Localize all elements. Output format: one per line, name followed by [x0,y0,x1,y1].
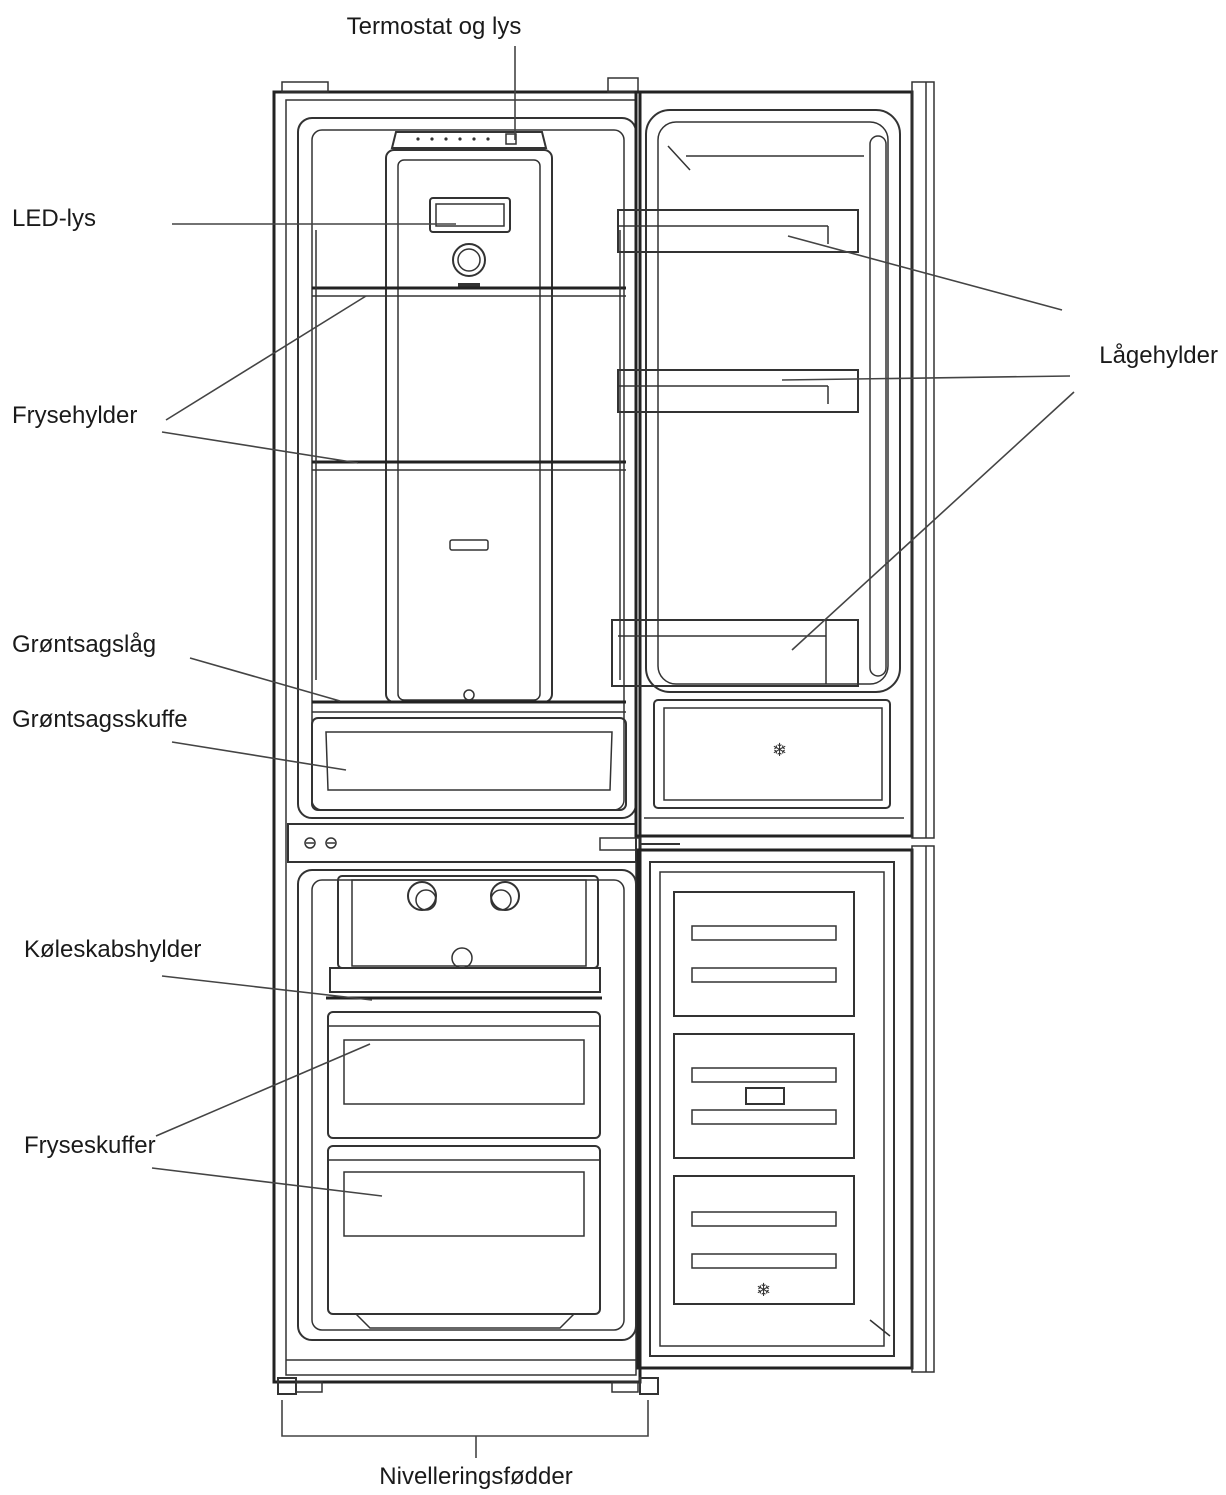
lower-shelf [326,967,602,1000]
door-shelf-2 [617,369,859,413]
label-frysehylder: Frysehylder [12,402,137,429]
freezer-drawer-2 [327,1145,601,1329]
leveling-foot-left [277,1377,323,1395]
freezer-drawer-1 [327,1011,601,1139]
upper-shelf-1 [312,286,626,297]
label-groentsagslaag: Grøntsagslåg [12,631,156,658]
upper-door: ❄ [607,77,935,839]
label-termostat: Termostat og lys [347,13,522,40]
upper-shelf-2 [312,460,626,471]
snowflake-icon-2: ❄ [756,1280,771,1300]
label-fryseskuffer: Fryseskuffer [24,1132,156,1159]
led-light [429,197,511,233]
door-shelf-1 [617,209,859,253]
thermostat-dots [416,133,517,145]
door-panel-3: ❄ [673,1175,855,1305]
fan-knob [452,243,486,277]
cabinet [272,81,659,1395]
leveling-foot-right [611,1377,659,1395]
label-nivellering: Nivelleringsfødder [379,1463,572,1490]
label-led: LED-lys [12,205,96,232]
door-shelf-3 [611,619,859,687]
label-koeleskabshylder: Køleskabshylder [24,936,201,963]
crisper-drawer [311,717,627,811]
leader-lines [151,46,1075,1458]
crisper-lid [312,700,626,713]
label-groentsagsskuffe: Grøntsagsskuffe [12,706,188,733]
snowflake-icon: ❄ [772,740,787,760]
label-laagehylder: Lågehylder [1099,342,1218,369]
lower-door: ❄ [636,845,935,1373]
door-panel-2 [673,1033,855,1159]
door-panel-1 [673,891,855,1017]
